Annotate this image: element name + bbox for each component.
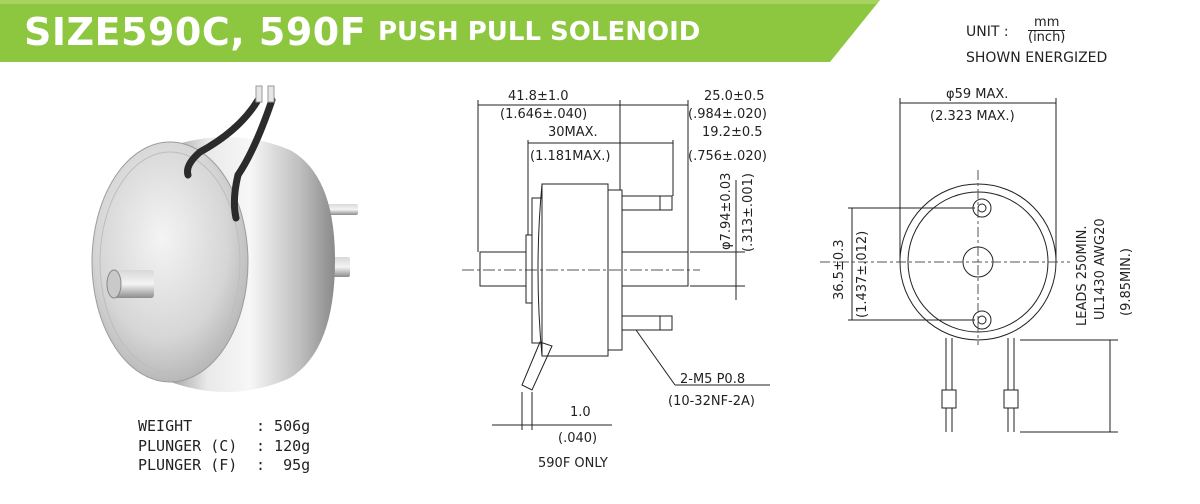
dim-overall-inch: (1.646±.040) [500, 107, 587, 122]
spec-plunger-f: PLUNGER (F) : 95g [138, 456, 310, 476]
unit-fraction: mm (inch) [1028, 16, 1066, 45]
spec-weight-value: : 506g [256, 417, 311, 435]
dim-shaft-diameter-inch: (.313±.001) [741, 173, 756, 252]
unit-denominator: (inch) [1028, 30, 1066, 45]
dim-f-offset: 1.0 [570, 405, 591, 420]
dim-shaft-length: 25.0±0.5 [704, 89, 765, 104]
dim-overall: 41.8±1.0 [508, 89, 569, 104]
thread-spec: 2-M5 P0.8 [680, 372, 745, 387]
product-subtitle: PUSH PULL SOLENOID [378, 17, 701, 47]
banner-shape [0, 0, 880, 62]
spec-weight: WEIGHT : 506g [138, 417, 310, 437]
spec-plunger-f-value: : 95g [256, 456, 311, 474]
dim-stud-length-inch: (.756±.020) [688, 149, 767, 164]
leads-length-inch: (9.85MIN.) [1119, 248, 1134, 316]
leads-wire-spec: UL1430 AWG20 [1093, 218, 1108, 320]
spec-plunger-f-label: PLUNGER (F) [138, 456, 238, 474]
thread-spec-inch: (10-32NF-2A) [668, 394, 755, 409]
dim-body-max: 30MAX. [548, 125, 598, 140]
leads-length: LEADS 250MIN. [1075, 226, 1090, 326]
dim-f-offset-inch: (.040) [558, 431, 597, 446]
dim-hole-pitch-inch: (1.437±.012) [855, 231, 870, 318]
weight-specs: WEIGHT : 506g PLUNGER (C) : 120g PLUNGER (… [138, 417, 310, 476]
dim-diameter-inch: (2.323 MAX.) [930, 109, 1015, 124]
product-photo [91, 85, 358, 393]
dim-shaft-length-inch: (.984±.020) [688, 107, 767, 122]
title-banner: SIZE590C, 590F PUSH PULL SOLENOID [0, 0, 880, 62]
end-view-drawing [820, 98, 1118, 433]
shown-energized-note: SHOWN ENERGIZED [966, 50, 1108, 66]
dim-diameter: φ59 MAX. [946, 87, 1008, 102]
spec-plunger-c-label: PLUNGER (C) [138, 436, 238, 455]
spec-weight-label: WEIGHT [138, 417, 193, 435]
dim-stud-length: 19.2±0.5 [702, 125, 763, 140]
dim-hole-pitch: 36.5±0.3 [832, 239, 847, 300]
unit-numerator: mm [1028, 16, 1066, 31]
spec-plunger-c-value: : 120g [256, 436, 311, 455]
spec-plunger-c: PLUNGER (C) : 120g [138, 437, 310, 457]
dim-shaft-diameter: φ7.94±0.03 [719, 173, 734, 250]
dim-body-max-inch: (1.181MAX.) [530, 149, 611, 164]
f-only-note: 590F ONLY [538, 456, 608, 471]
side-view-drawing [462, 100, 770, 430]
product-title: SIZE590C, 590F [24, 10, 367, 54]
unit-label: UNIT : [966, 24, 1009, 40]
